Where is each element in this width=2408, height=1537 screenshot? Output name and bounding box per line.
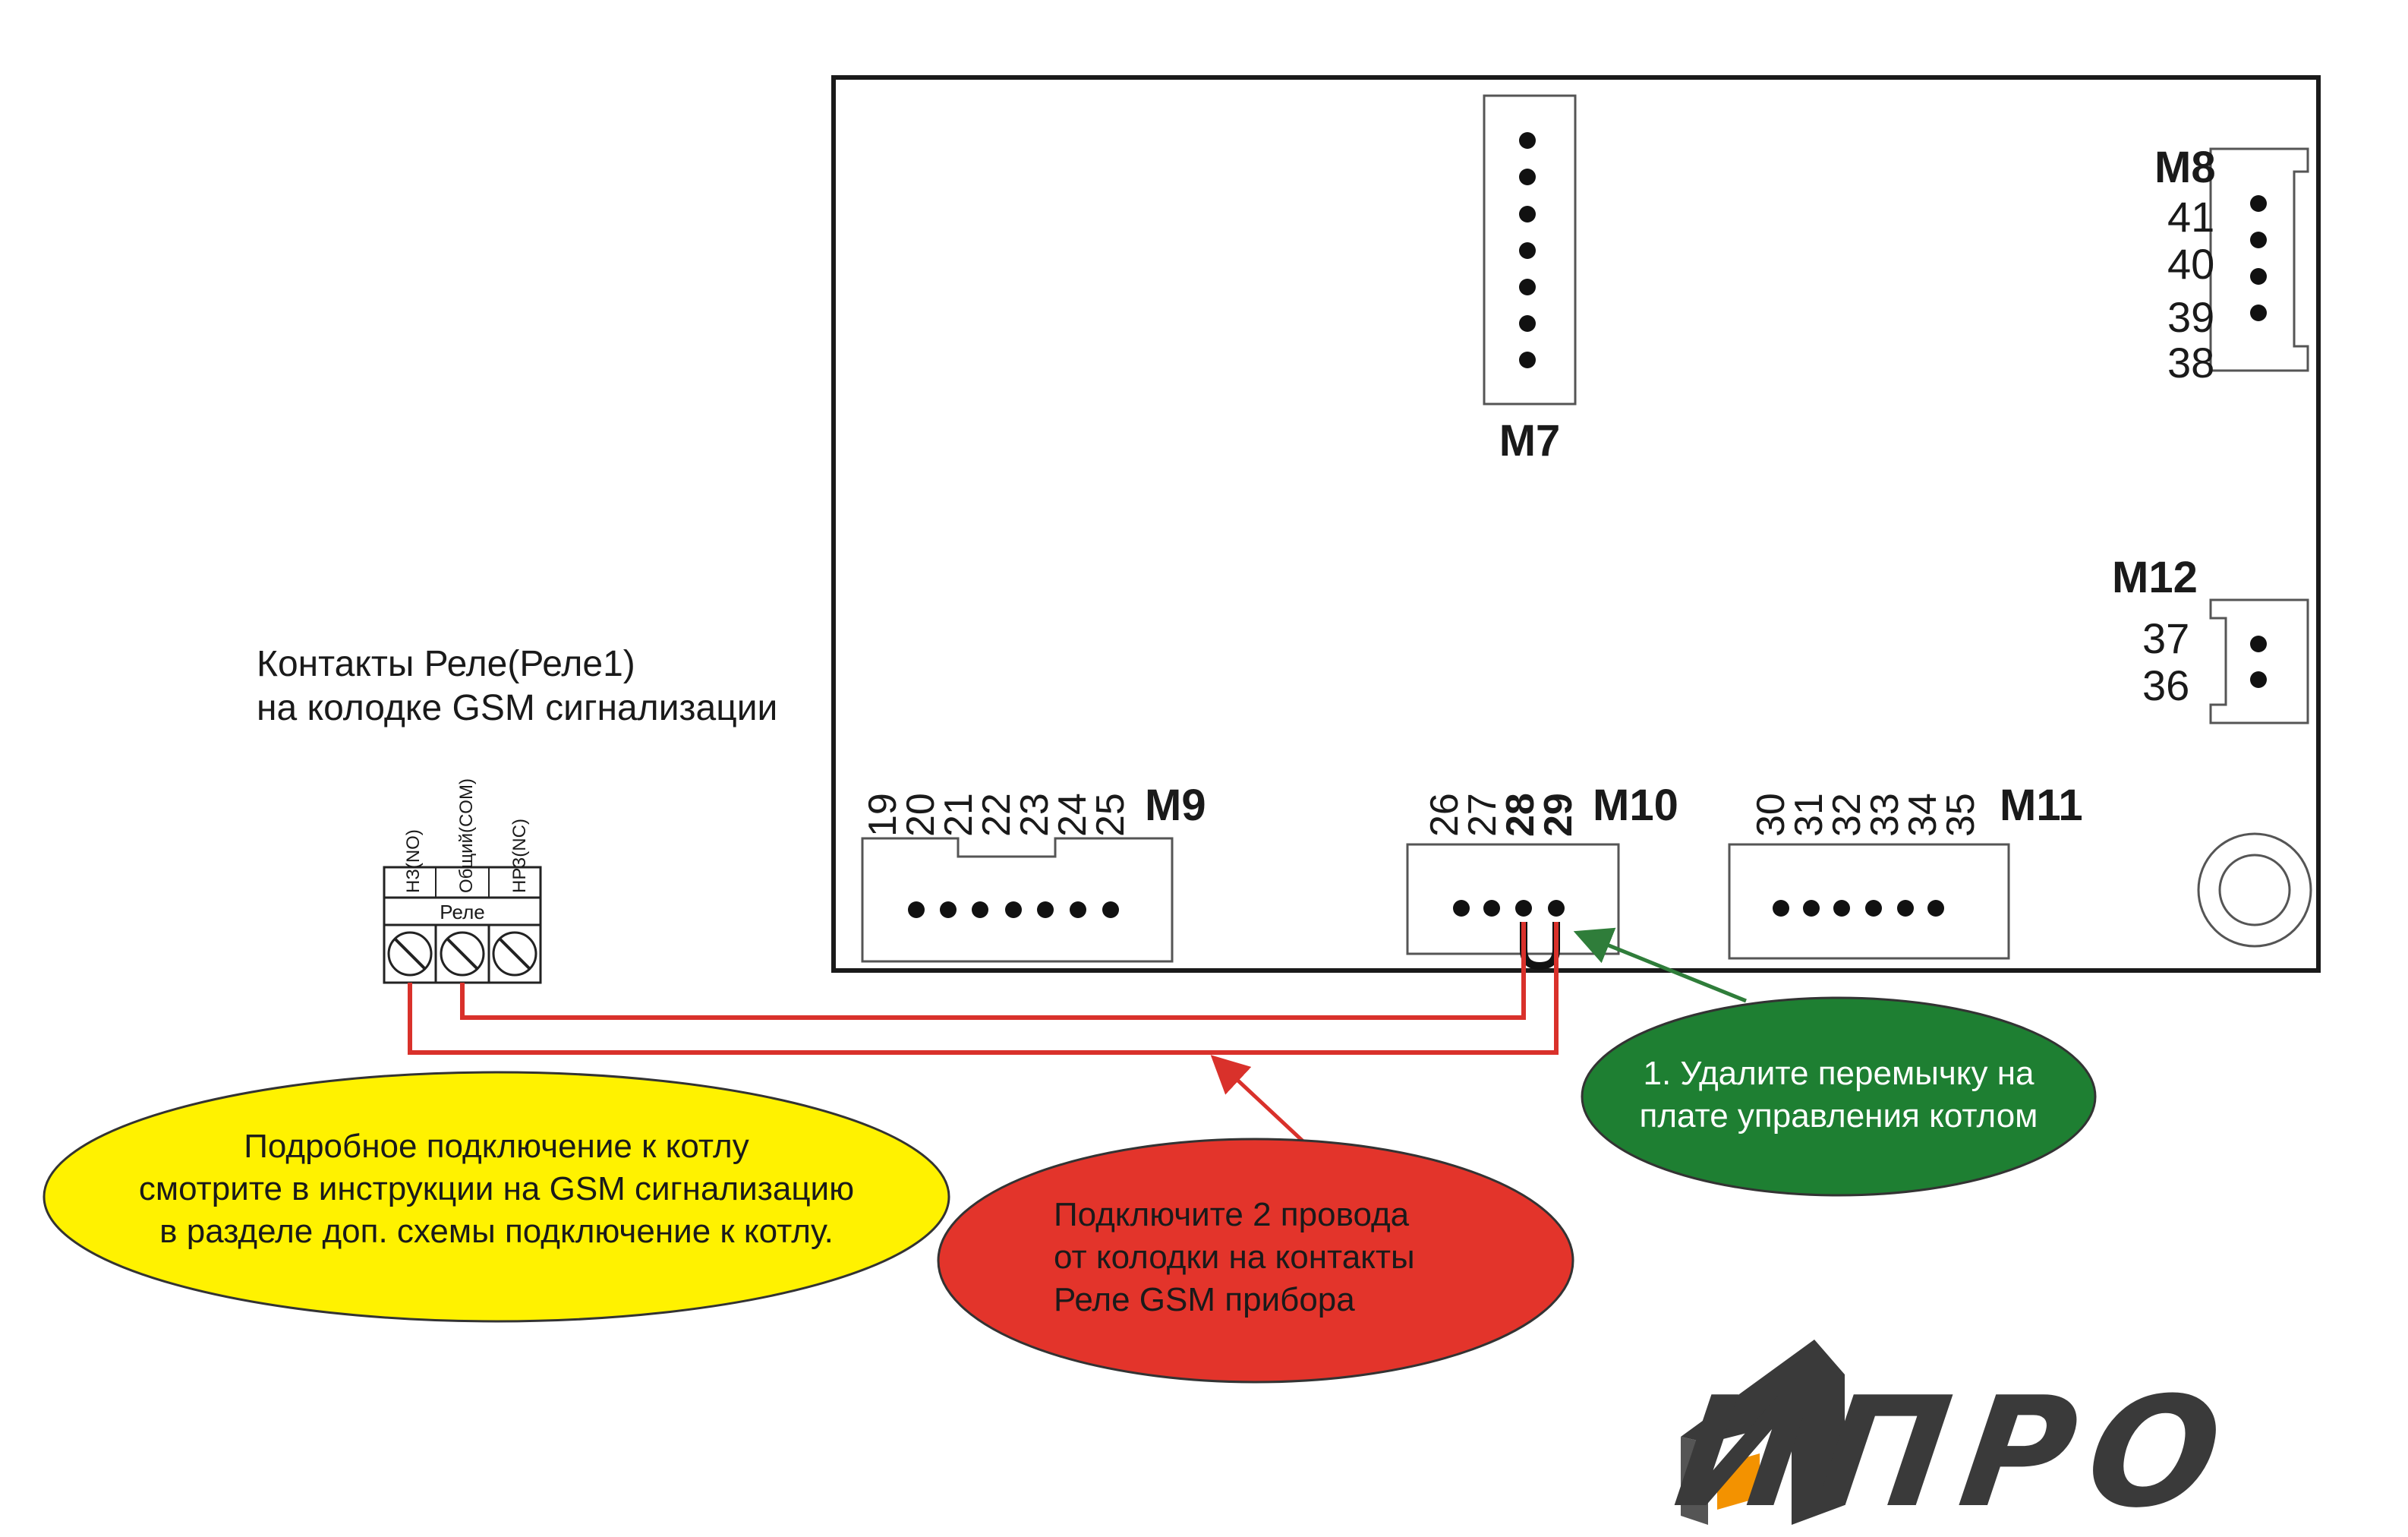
m10-pin-29: 29 bbox=[1537, 793, 1581, 837]
m12-pin-36: 36 bbox=[2142, 661, 2189, 709]
m11-pin-33: 33 bbox=[1863, 793, 1907, 837]
m9-pin-24: 24 bbox=[1051, 793, 1095, 837]
m10-pin-28: 28 bbox=[1499, 793, 1543, 837]
relay-title-line1: Контакты Реле(Реле1) bbox=[257, 644, 635, 684]
m9-pin-19: 19 bbox=[861, 793, 905, 837]
logo-text: ИПРО bbox=[1666, 1365, 2246, 1537]
wire-com bbox=[460, 922, 1526, 1020]
control-board: M7 M8 41 40 39 38 M12 37 bbox=[831, 75, 2321, 973]
m10-pin-27: 27 bbox=[1461, 793, 1505, 837]
connector-m11: 30 31 32 33 34 35 M11 bbox=[1728, 781, 2083, 960]
callout-yellow: Подробное подключение к котлу смотрите в… bbox=[43, 1071, 950, 1323]
m8-label: M8 bbox=[2154, 143, 2216, 192]
terminal-nc-label: НРЗ(NC) bbox=[509, 819, 530, 893]
callout-red-line3: Реле GSM прибора bbox=[1054, 1281, 1355, 1318]
m7-pins bbox=[1519, 132, 1536, 368]
m11-label: M11 bbox=[2000, 781, 2083, 830]
m9-label: M9 bbox=[1145, 781, 1206, 830]
callout-yellow-line3: в разделе доп. схемы подключение к котлу… bbox=[159, 1213, 834, 1250]
wires bbox=[408, 922, 1559, 1055]
screw-terminal-nc bbox=[492, 931, 537, 977]
connector-m7: M7 bbox=[1483, 94, 1577, 466]
callout-red-line1: Подключите 2 провода bbox=[1054, 1196, 1410, 1233]
m10-pin-labels: 26 27 28 29 bbox=[1423, 793, 1581, 837]
m9-pin-labels: 19 20 21 22 23 24 25 bbox=[861, 793, 1133, 837]
m8-pin-41: 41 bbox=[2167, 193, 2214, 241]
m11-pin-35: 35 bbox=[1939, 793, 1983, 837]
m9-pin-23: 23 bbox=[1013, 793, 1057, 837]
m8-pin-39: 39 bbox=[2167, 293, 2214, 341]
m9-pin-20: 20 bbox=[899, 793, 943, 837]
m11-pin-32: 32 bbox=[1825, 793, 1869, 837]
callout-green-line2: плате управления котлом bbox=[1640, 1097, 2038, 1135]
m11-pin-34: 34 bbox=[1901, 793, 1945, 837]
m12-label: M12 bbox=[2112, 553, 2198, 602]
m7-label: M7 bbox=[1499, 416, 1561, 466]
connector-m10: 26 27 28 29 M10 bbox=[1406, 781, 1678, 970]
m10-pin-26: 26 bbox=[1423, 793, 1467, 837]
terminal-com-label: Общий(COM) bbox=[456, 778, 477, 893]
connector-m12: M12 37 36 bbox=[2112, 553, 2309, 724]
wire-no bbox=[408, 922, 1559, 1055]
connector-m9: 19 20 21 22 23 24 25 M9 bbox=[861, 781, 1206, 963]
house-logo-icon bbox=[1681, 1340, 1845, 1525]
connector-m8: M8 41 40 39 38 bbox=[2154, 143, 2309, 387]
screw-terminal-com bbox=[440, 931, 485, 977]
callout-yellow-line2: смотрите в инструкции на GSM сигнализаци… bbox=[139, 1170, 854, 1207]
red-arrow bbox=[1210, 1055, 1309, 1147]
ipro-logo: ИПРО bbox=[1666, 1340, 2246, 1537]
m8-pin-40: 40 bbox=[2167, 240, 2214, 288]
callout-green-line1: 1. Удалите перемычку на bbox=[1644, 1055, 2035, 1092]
m11-pin-labels: 30 31 32 33 34 35 bbox=[1749, 793, 1983, 837]
terminal-no-label: НЗ(NO) bbox=[403, 829, 424, 893]
screw-terminal-no bbox=[387, 931, 433, 977]
m12-pin-37: 37 bbox=[2142, 614, 2189, 662]
callout-red: Подключите 2 провода от колодки на конта… bbox=[937, 1138, 1574, 1384]
m9-pin-22: 22 bbox=[975, 793, 1019, 837]
m9-pin-25: 25 bbox=[1089, 793, 1133, 837]
mounting-hole bbox=[2197, 832, 2312, 948]
m8-pin-38: 38 bbox=[2167, 339, 2214, 387]
m10-label: M10 bbox=[1593, 781, 1678, 830]
relay-title-line2: на колодке GSM сигнализации bbox=[257, 688, 777, 728]
callout-green: 1. Удалите перемычку на плате управления… bbox=[1581, 996, 2097, 1197]
callout-red-line2: от колодки на контакты bbox=[1054, 1239, 1415, 1276]
callout-yellow-line1: Подробное подключение к котлу bbox=[244, 1128, 749, 1165]
m11-pin-30: 30 bbox=[1749, 793, 1793, 837]
gsm-relay-block: Контакты Реле(Реле1) на колодке GSM сигн… bbox=[257, 644, 777, 984]
green-arrow bbox=[1573, 927, 1747, 1003]
relay-block-label: Реле bbox=[440, 901, 484, 923]
m11-pin-31: 31 bbox=[1787, 793, 1831, 837]
m9-pin-21: 21 bbox=[937, 793, 981, 837]
